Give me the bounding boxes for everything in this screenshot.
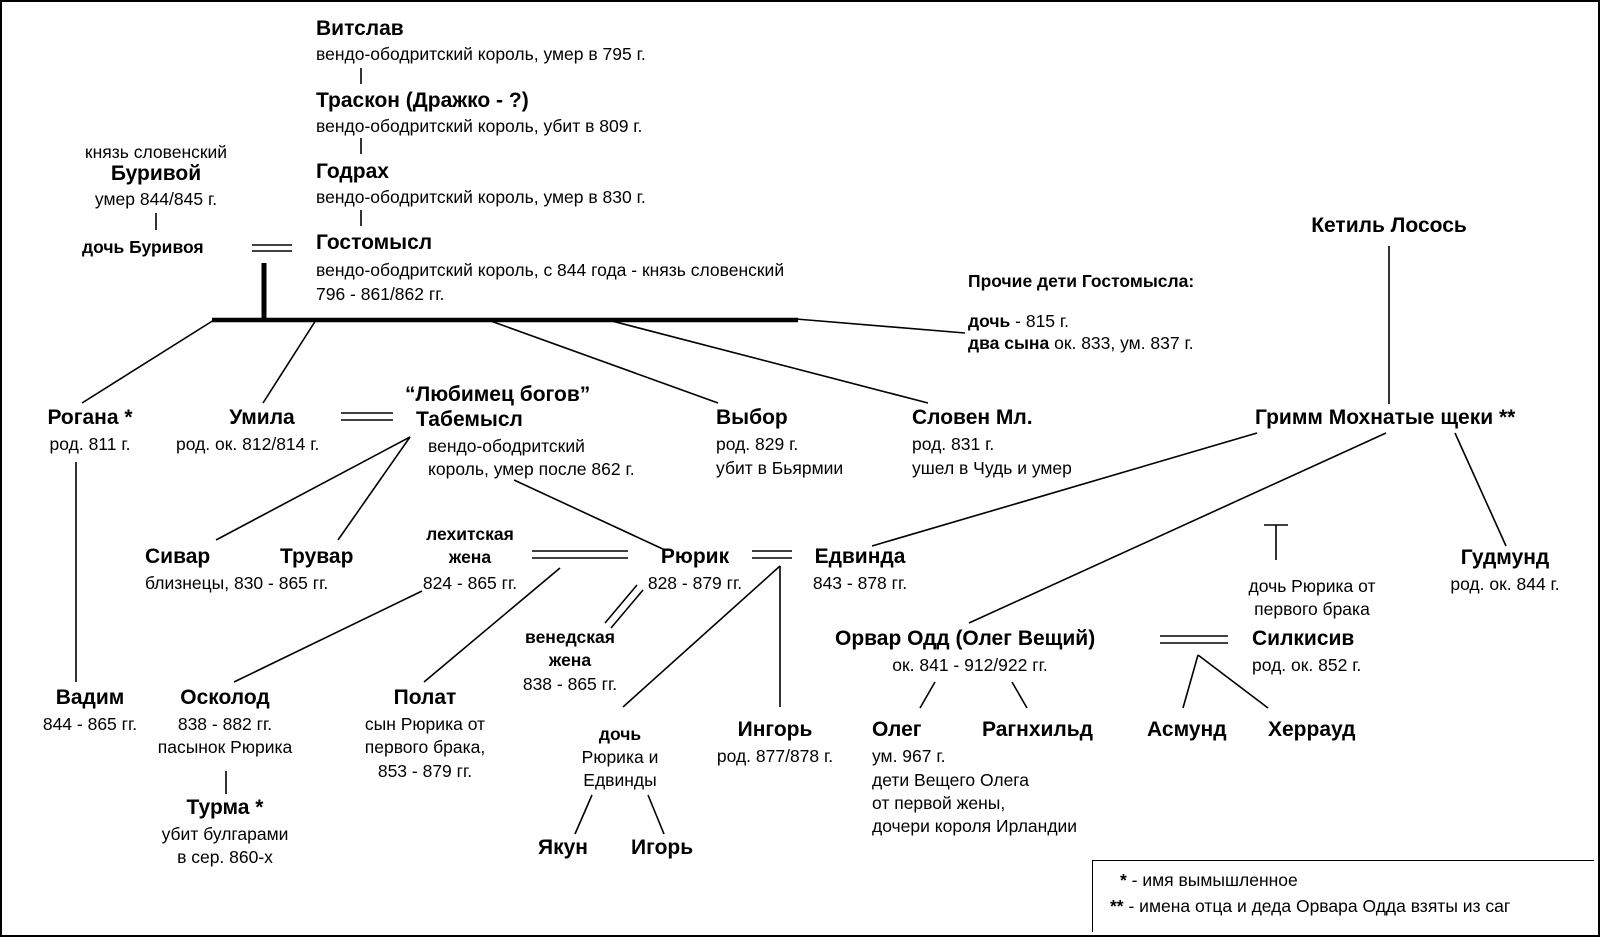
burivoy-desc: умер 844/845 г. [94, 189, 218, 209]
rogana-desc: род. 811 г. [49, 434, 131, 454]
gudmund-desc: род. ок. 844 г. [1450, 574, 1560, 594]
legend-box [1092, 860, 1594, 932]
tabemysl-epithet: “Любимец богов” [405, 383, 591, 406]
rurik-daughter2-line3: Едвинды [583, 770, 657, 790]
oskolod-dates: 838 - 882 гг. [177, 714, 273, 734]
edvinda-name: Едвинда [814, 545, 906, 568]
rurik-dates: 828 - 879 гг. [647, 573, 743, 593]
vybor-name: Выбор [716, 406, 788, 429]
tabemysl-desc1: вендо-ободритский [428, 436, 585, 456]
legend-star1-text: - имя вымышленное [1126, 870, 1298, 890]
turma-name: Турма * [186, 796, 264, 819]
polat-desc2: первого брака, [364, 737, 486, 757]
kherraud-name: Херрауд [1268, 718, 1356, 741]
asmund-name: Асмунд [1147, 718, 1227, 741]
turma-desc1: убит булгарами [161, 824, 289, 844]
gostomysl-dates: 796 - 861/862 гг. [316, 284, 445, 304]
polat-name: Полат [393, 686, 457, 709]
legend-star2-mark: ** [1110, 896, 1124, 916]
legend-star2-text: - имена отца и деда Орвара Одда взяты из… [1123, 896, 1511, 916]
vitslav-desc: вендо-ободритский король, умер в 795 г. [316, 44, 646, 64]
umila-name: Умила [229, 406, 295, 429]
sloven-name: Словен Мл. [912, 406, 1033, 429]
vadim-dates: 844 - 865 гг. [42, 714, 138, 734]
vadim-name: Вадим [55, 686, 125, 709]
turma-desc2: в сер. 860-х [177, 847, 273, 867]
polat-desc1: сын Рюрика от [364, 714, 486, 734]
umila-desc: род. ок. 812/814 г. [176, 434, 320, 454]
legend-star2: ** - имена отца и деда Орвара Одда взяты… [1110, 896, 1510, 916]
ingor-desc: род. 877/878 г. [716, 746, 834, 766]
oleg-desc1: ум. 967 г. [872, 746, 946, 766]
silkisiv-name: Силкисив [1252, 627, 1355, 650]
burivoy-name: Буривой [110, 162, 202, 185]
other-children-sons: два сына ок. 833, ум. 837 г. [968, 333, 1194, 353]
lekh-wife-line1: лехитская [426, 524, 514, 544]
yakun-name: Якун [538, 836, 588, 859]
lekh-wife-dates: 824 - 865 гг. [422, 573, 518, 593]
other-sons-text: ок. 833, ум. 837 г. [1049, 333, 1194, 353]
traskon-desc: вендо-ободритский король, убит в 809 г. [316, 116, 643, 136]
igor-name: Игорь [631, 836, 694, 859]
rogana-name: Рогана * [47, 406, 133, 429]
tabemysl-desc2: король, умер после 862 г. [428, 459, 635, 479]
oskolod-desc: пасынок Рюрика [157, 737, 293, 757]
legend-star1-mark: * [1120, 870, 1127, 890]
lekh-wife-line2: жена [448, 547, 492, 567]
vybor-desc2: убит в Бьярмии [716, 458, 844, 478]
oskolod-name: Осколод [180, 686, 270, 709]
gostomysl-name: Гостомысл [316, 231, 433, 254]
orvar-dates: ок. 841 - 912/922 гг. [892, 655, 1048, 675]
other-children-heading: Прочие дети Гостомысла: [968, 271, 1195, 291]
legend-star1: * - имя вымышленное [1120, 870, 1298, 890]
orvar-name: Орвар Одд (Олег Вещий) [835, 627, 1096, 650]
godrakh-name: Годрах [316, 160, 389, 183]
twins-desc: близнецы, 830 - 865 гг. [145, 573, 329, 593]
oleg-desc3: от первой жены, [872, 793, 1006, 813]
oleg-name: Олег [872, 718, 922, 741]
other-daughter-text: - 815 г. [1010, 311, 1070, 331]
other-daughter-label: дочь [968, 311, 1011, 331]
oleg-desc4: дочери короля Ирландии [872, 816, 1078, 836]
ragnhild-name: Рагнхильд [982, 718, 1094, 741]
burivoy-title: князь словенский [84, 142, 228, 162]
godrakh-desc: вендо-ободритский король, умер в 830 г. [316, 187, 646, 207]
gostomysl-desc: вендо-ободритский король, с 844 года - к… [316, 260, 785, 280]
silkisiv-desc: род. ок. 852 г. [1252, 655, 1362, 675]
grimm-name: Гримм Мохнатые щеки ** [1255, 406, 1516, 429]
vened-wife-dates: 838 - 865 гг. [522, 674, 618, 694]
polat-desc3: 853 - 879 гг. [377, 761, 473, 781]
rurik-name: Рюрик [660, 545, 730, 568]
vybor-desc1: род. 829 г. [716, 434, 799, 454]
traskon-name: Траскон (Дражко - ?) [316, 89, 529, 112]
rurik-daughter1-line2: первого брака [1254, 599, 1370, 619]
sloven-desc1: род. 831 г. [912, 434, 995, 454]
ingor-name: Ингорь [737, 718, 813, 741]
other-sons-label: два сына [968, 333, 1050, 353]
rurik-daughter2-line2: Рюрика и [581, 747, 659, 767]
tabemysl-name: Табемысл [416, 408, 523, 431]
other-children-daughter: дочь - 815 г. [968, 311, 1069, 331]
ketil-name: Кетиль Лосось [1311, 214, 1467, 237]
gudmund-name: Гудмунд [1460, 546, 1550, 569]
rurik-daughter2-line1: дочь [598, 724, 642, 744]
vitslav-name: Витслав [316, 17, 404, 40]
burivoy-daughter: дочь Буривоя [82, 237, 204, 257]
vened-wife-line1: венедская [525, 627, 615, 647]
oleg-desc2: дети Вещего Олега [872, 770, 1030, 790]
sloven-desc2: ушел в Чудь и умер [912, 458, 1072, 478]
vened-wife-line2: жена [548, 650, 592, 670]
sivar-name: Сивар [145, 545, 211, 568]
edvinda-dates: 843 - 878 гг. [812, 573, 908, 593]
rurik-daughter1-line1: дочь Рюрика от [1248, 576, 1376, 596]
truvar-name: Трувар [280, 545, 354, 568]
